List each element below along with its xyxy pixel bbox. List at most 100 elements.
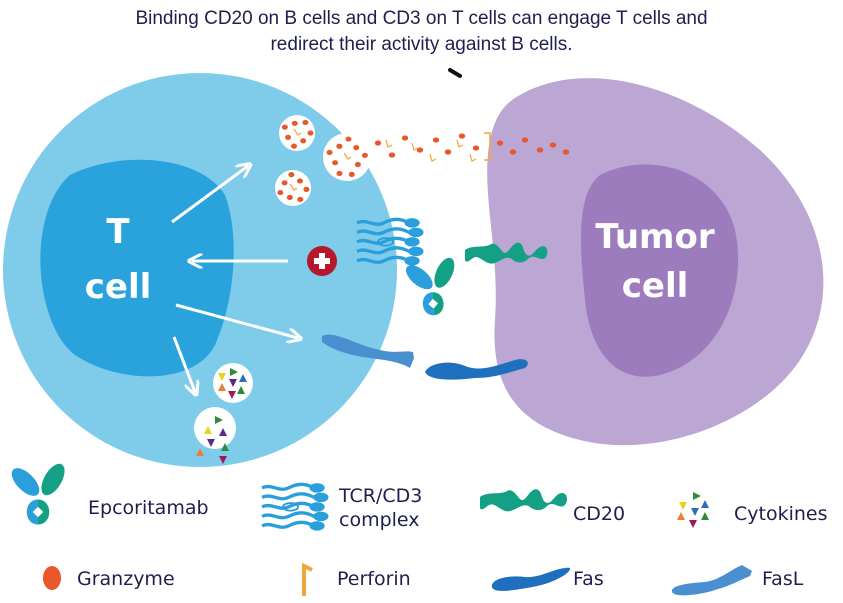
granzyme-granule bbox=[549, 142, 557, 148]
signal-arrows bbox=[171, 166, 298, 392]
legend-label-cytokines: Cytokines bbox=[734, 503, 828, 525]
tcr-domain bbox=[309, 521, 325, 531]
tcr-chain bbox=[261, 482, 315, 491]
tcr-chain bbox=[261, 511, 315, 520]
granzyme-vesicle bbox=[323, 133, 371, 181]
cytokine-particle bbox=[219, 428, 227, 436]
cytokine-particle bbox=[219, 456, 227, 464]
cytokine-particle bbox=[689, 520, 697, 528]
granzyme-granule bbox=[562, 149, 570, 155]
figure-caption: Binding CD20 on B cells and CD3 on T cel… bbox=[0, 6, 843, 58]
tcr-domain bbox=[313, 511, 329, 522]
legend-item-fasl: FasL bbox=[671, 565, 804, 596]
granzyme-granule bbox=[300, 138, 307, 144]
granzyme-granule bbox=[458, 133, 466, 139]
perforin-pore bbox=[484, 132, 491, 161]
granzyme-granule bbox=[326, 149, 333, 156]
antibody-arm-cd20 bbox=[434, 257, 455, 288]
legend-item-cd20: CD20 bbox=[480, 489, 625, 525]
granzyme-granule bbox=[302, 119, 309, 126]
granzyme-granule bbox=[303, 186, 310, 192]
cytokine-particle bbox=[693, 492, 701, 500]
cytokine-particle bbox=[196, 448, 204, 456]
cytokine-particle bbox=[691, 508, 699, 516]
cd20-icon bbox=[480, 489, 568, 512]
legend-item-perforin: Perforin bbox=[302, 562, 411, 596]
epcoritamab-antibody-icon bbox=[11, 463, 65, 525]
tcr-domain bbox=[408, 246, 424, 257]
tumor-cell: Tumor cell bbox=[487, 78, 824, 446]
granzyme-granule bbox=[388, 152, 396, 158]
legend-item-granzyme: Granzyme bbox=[43, 566, 175, 590]
granzyme-granule bbox=[281, 180, 288, 186]
perforin-fragment bbox=[343, 152, 352, 160]
granzyme-granule bbox=[374, 140, 382, 146]
cytokine-particle bbox=[677, 512, 685, 520]
epcoritamab-antibody bbox=[405, 257, 455, 316]
tumor-cell-label-line2: cell bbox=[622, 266, 689, 306]
granzyme-granule bbox=[361, 152, 368, 158]
cytokines-icon bbox=[677, 492, 709, 528]
granzyme-granule bbox=[277, 189, 284, 196]
antibody-fc-left bbox=[422, 292, 435, 316]
granzyme-granule bbox=[416, 147, 424, 153]
cytokine-particle bbox=[218, 383, 226, 391]
cd20-shape bbox=[465, 242, 548, 264]
tcr-domain bbox=[376, 237, 395, 247]
cd20-molecule bbox=[465, 242, 548, 264]
cytokine-particle bbox=[229, 379, 237, 387]
granzyme-vesicles bbox=[275, 115, 371, 206]
tcr-chain bbox=[356, 255, 410, 264]
perforin-fragment bbox=[385, 139, 393, 148]
caption-line-2: redirect their activity against B cells. bbox=[270, 34, 573, 55]
cd20-shape bbox=[480, 489, 568, 512]
granzyme-granule bbox=[401, 135, 409, 141]
cytokine-particle bbox=[679, 502, 687, 510]
perforin-fragment bbox=[289, 183, 298, 191]
cytokine-particle bbox=[228, 391, 236, 399]
tcr-domain bbox=[404, 218, 420, 228]
tcr-chain bbox=[356, 246, 410, 255]
granzyme-granule bbox=[332, 160, 339, 166]
fas-molecule bbox=[425, 359, 528, 380]
granzyme-granule bbox=[353, 144, 360, 151]
granzyme-granule bbox=[496, 140, 504, 146]
perforin-fragment bbox=[293, 128, 302, 136]
granzyme-granule bbox=[354, 161, 361, 168]
tcr-cd3-complex-icon bbox=[261, 482, 329, 531]
granzyme-granule bbox=[286, 194, 293, 200]
granzyme-vesicle bbox=[279, 115, 315, 151]
tcr-chain bbox=[356, 227, 410, 236]
cytokine-particle bbox=[230, 368, 238, 376]
tcr-chain bbox=[356, 217, 410, 226]
granzyme-granule bbox=[285, 134, 292, 140]
granzyme-granule bbox=[290, 143, 297, 149]
arrow-to-granules bbox=[171, 166, 248, 224]
legend-label-tcr-line1: TCR/CD3 bbox=[338, 485, 422, 507]
t-cell: T cell bbox=[3, 73, 397, 467]
tcr-chain bbox=[261, 492, 315, 501]
perforin-fragment bbox=[456, 139, 464, 148]
tcr-domain bbox=[309, 502, 325, 512]
legend-item-tcr-cd3: TCR/CD3 complex bbox=[261, 482, 422, 531]
antibody-fc-right bbox=[432, 292, 444, 316]
tcr-chain bbox=[261, 520, 315, 529]
tcr-domain bbox=[404, 237, 420, 247]
pen-mark bbox=[448, 68, 462, 78]
antibody-arm-cd3 bbox=[11, 468, 40, 496]
granzyme-granule bbox=[521, 137, 529, 143]
granzyme-granule bbox=[432, 137, 440, 143]
fasl-molecule bbox=[322, 334, 414, 368]
legend-label-fasl: FasL bbox=[762, 568, 804, 590]
perforin-fragment bbox=[469, 153, 477, 162]
arrow-to-cytokines bbox=[172, 336, 195, 392]
tcr-domain bbox=[404, 256, 420, 266]
t-cell-label-line2: cell bbox=[85, 267, 152, 307]
granzyme-granule bbox=[444, 149, 452, 155]
granzyme-granule bbox=[345, 136, 352, 142]
legend-label-granzyme: Granzyme bbox=[77, 568, 175, 590]
tcr-domain bbox=[309, 483, 325, 493]
antibody-arm-cd3 bbox=[405, 265, 433, 290]
granzyme-granule bbox=[281, 124, 288, 130]
granzyme-vesicle bbox=[275, 170, 311, 206]
